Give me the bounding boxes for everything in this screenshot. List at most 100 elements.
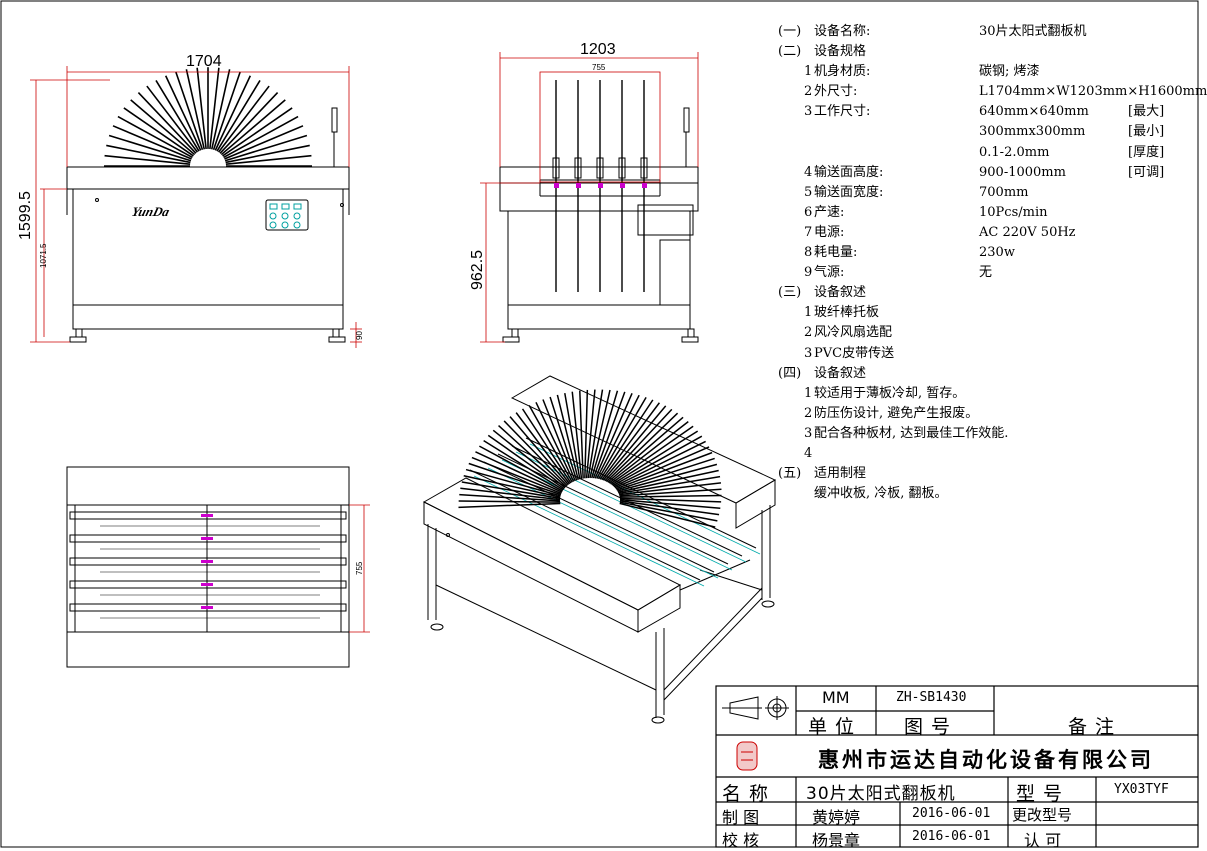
- rod-clamp: [618, 157, 626, 179]
- draw-date: 2016-06-01: [912, 806, 991, 821]
- spec-process: 缓冲收板, 冷板, 翻板。: [814, 486, 948, 502]
- spec-row-speed: 6 产速: 10Pcs/min: [804, 204, 1048, 220]
- fan-rod: [117, 115, 193, 159]
- marker: [201, 606, 213, 609]
- front-dimensions: [30, 66, 362, 348]
- fan-rod: [155, 80, 200, 152]
- top-view: [66, 466, 350, 668]
- iso-fan-rod: [617, 469, 719, 493]
- drawing-number-label: 图 号: [904, 716, 952, 738]
- spec-row-work-min: 300mmx300mm [最小]: [979, 124, 1165, 140]
- iso-fan-rod: [619, 501, 718, 522]
- spec-desc-3: 3 PVC皮带传送: [804, 345, 895, 361]
- iso-fan-rod: [587, 389, 604, 479]
- model-label: 型 号: [1016, 783, 1064, 805]
- fan-rod: [106, 144, 191, 164]
- spec-row-thickness: 0.1-2.0mm [厚度]: [979, 144, 1165, 160]
- fan-rod: [175, 71, 204, 150]
- model-value: YX03TYF: [1114, 782, 1169, 797]
- fan-rod: [217, 85, 270, 153]
- fan-rod: [210, 69, 231, 150]
- top-dimensions: [349, 504, 370, 633]
- front-view: [66, 67, 350, 343]
- approve-label: 认 可: [1024, 831, 1062, 850]
- iso-fan-rod: [468, 462, 562, 496]
- rod-clamp: [596, 157, 604, 179]
- iso-fan-rod: [515, 412, 571, 485]
- iso-fan-rod: [475, 451, 563, 493]
- fan-rod: [224, 134, 308, 162]
- fan-rod: [164, 75, 202, 151]
- iso-fan-rod: [612, 435, 703, 487]
- iso-fan-rod: [471, 456, 562, 495]
- fan-rod: [130, 99, 196, 156]
- name-label: 名 称: [722, 783, 770, 805]
- dim-front-height: 1599.5: [17, 191, 34, 240]
- fan-rod: [112, 125, 192, 160]
- fan-rod: [185, 69, 206, 150]
- rod-clamp: [552, 157, 560, 179]
- marker: [201, 560, 213, 563]
- unit-label: 单 位: [808, 716, 856, 738]
- checker-name: 杨景章: [812, 831, 861, 850]
- marker: [201, 537, 213, 540]
- conveyor-bar: [69, 534, 347, 543]
- spec-desc-1: 1 玻纤棒托板: [804, 305, 880, 321]
- dim-side-width: 1203: [580, 41, 616, 58]
- conveyor-bar: [69, 580, 347, 589]
- fan-rod: [214, 75, 252, 151]
- rod-clamp: [574, 157, 582, 179]
- iso-fan-rods: [458, 389, 722, 528]
- fan-rod: [222, 107, 293, 157]
- iso-fan-rod: [479, 445, 563, 492]
- drawer-name: 黄婷婷: [812, 808, 861, 827]
- iso-fan-rod: [619, 488, 722, 497]
- drawing-number: ZH-SB1430: [896, 690, 967, 705]
- spec-desc-2: 2 风冷风扇选配: [804, 325, 893, 341]
- iso-fan-rod: [542, 399, 576, 482]
- control-panel-buttons: [269, 203, 302, 229]
- side-markers: [554, 183, 647, 188]
- spec-feature-2: 2 防压伤设计, 避免产生报废。: [804, 405, 979, 421]
- conveyor-belt: [487, 467, 719, 579]
- dim-top-inner: 755: [355, 561, 364, 575]
- spec-section-5: (五) 适用制程: [778, 466, 867, 482]
- fan-rod: [196, 67, 207, 150]
- dim-side-height: 962.5: [469, 250, 486, 290]
- iso-conveyors: [469, 437, 761, 587]
- iso-fan-rod: [521, 408, 572, 484]
- iso-fan-rod: [592, 391, 626, 479]
- iso-fan-rod: [458, 500, 561, 503]
- fan-rod: [216, 80, 261, 152]
- iso-fan-rod: [528, 405, 573, 483]
- fan-rod: [137, 92, 197, 154]
- marker: [201, 583, 213, 586]
- iso-fan-rod: [613, 440, 706, 488]
- iso-fan-rod: [615, 451, 713, 490]
- iso-fan-rod: [549, 396, 578, 481]
- front-fan-rods: [104, 67, 312, 167]
- check-date: 2016-06-01: [912, 829, 991, 844]
- spec-row-work-size: 3 工作尺寸: 640mm×640mm [最大]: [804, 104, 1165, 120]
- iso-fan-rod: [556, 394, 579, 480]
- spec-row-power: 7 电源: AC 220V 50Hz: [804, 224, 1076, 240]
- fan-rod: [212, 71, 241, 150]
- conveyor-rail: [483, 461, 715, 573]
- fan-rod: [209, 67, 220, 150]
- title-block-grid: [715, 685, 1199, 848]
- spec-feature-4: 4: [804, 445, 813, 461]
- iso-fan-rod: [609, 425, 694, 485]
- conveyor-bar: [69, 557, 347, 566]
- company-seal-icon: [736, 741, 758, 771]
- iso-fan-rod: [605, 412, 679, 483]
- conveyor-rail: [469, 469, 701, 581]
- iso-fan-rod: [487, 434, 565, 490]
- rod-clamp: [640, 157, 648, 179]
- iso-fan-rod: [461, 481, 561, 500]
- fan-rod: [108, 134, 192, 162]
- remark-label: 备 注: [1068, 716, 1116, 738]
- iso-fan-rod: [483, 440, 564, 491]
- dim-front-body: 1071.5: [39, 243, 48, 268]
- iso-fan-rod: [619, 500, 720, 516]
- side-dimensions: [480, 52, 699, 343]
